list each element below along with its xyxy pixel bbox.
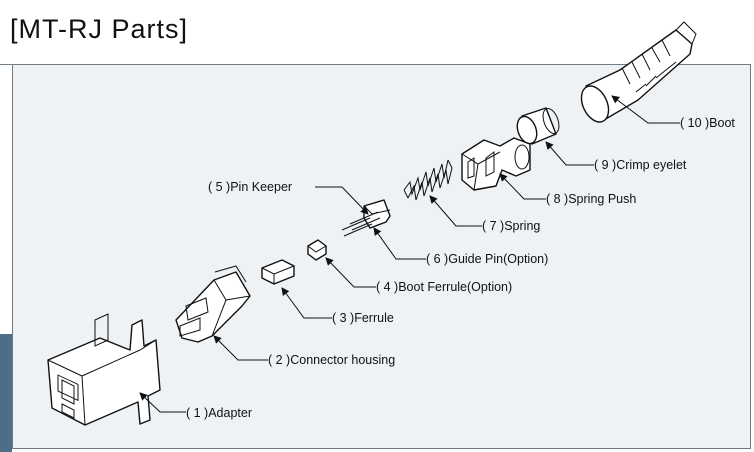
label-adapter: ( 1 )Adapter xyxy=(186,406,252,420)
label-spring: ( 7 )Spring xyxy=(482,219,540,233)
adapter-part xyxy=(47,313,161,426)
page-title: [MT-RJ Parts] xyxy=(10,14,189,44)
leader-lines xyxy=(139,95,680,413)
label-connector-housing: ( 2 )Connector housing xyxy=(268,353,395,367)
label-spring-push: ( 8 )Spring Push xyxy=(546,192,636,206)
side-accent-bar xyxy=(0,334,12,452)
label-ferrule: ( 3 )Ferrule xyxy=(332,311,394,325)
label-boot: ( 10 )Boot xyxy=(680,116,735,130)
label-crimp-eyelet: ( 9 )Crimp eyelet xyxy=(594,158,687,172)
ferrule-part xyxy=(261,259,295,285)
label-pin-keeper: ( 5 )Pin Keeper xyxy=(208,180,292,194)
boot-ferrule-part xyxy=(307,239,327,261)
crimp-eyelet-part xyxy=(516,107,560,145)
label-guide-pin: ( 6 )Guide Pin(Option) xyxy=(426,252,548,266)
connector-housing-part xyxy=(175,265,251,343)
pin-keeper-part xyxy=(341,199,391,237)
spring-part xyxy=(403,159,453,201)
spring-push-part xyxy=(461,137,531,191)
label-boot-ferrule: ( 4 )Boot Ferrule(Option) xyxy=(376,280,512,294)
divider xyxy=(0,64,12,65)
boot-part xyxy=(580,21,697,123)
